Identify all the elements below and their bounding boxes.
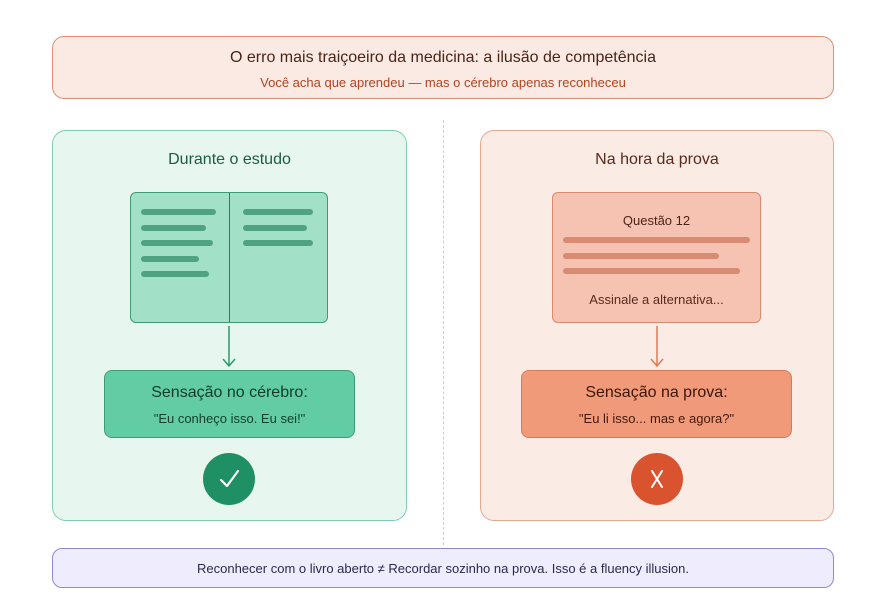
book-text-line	[141, 271, 209, 277]
sensation-title: Sensação no cérebro:	[151, 384, 308, 401]
book-text-line	[141, 256, 199, 262]
book-text-line	[243, 209, 313, 215]
sensation-title: Sensação na prova:	[585, 384, 728, 401]
question-text-line	[563, 268, 740, 274]
book-text-line	[141, 225, 206, 231]
question-card: Questão 12 Assinale a alternativa...	[552, 192, 761, 323]
footer-text: Reconhecer com o livro aberto ≠ Recordar…	[197, 561, 689, 576]
question-footer: Assinale a alternativa...	[589, 292, 724, 307]
open-book-illustration	[130, 192, 328, 323]
sensation-box-study: Sensação no cérebro: "Eu conheço isso. E…	[104, 370, 355, 438]
question-title: Questão 12	[622, 213, 691, 228]
panel-title-study: Durante o estudo	[168, 151, 291, 168]
arrow-down-icon	[650, 326, 664, 368]
sensation-quote: "Eu conheço isso. Eu sei!"	[153, 411, 306, 426]
question-text-line	[563, 253, 719, 259]
book-text-line	[141, 209, 216, 215]
footer-banner: Reconhecer com o livro aberto ≠ Recordar…	[52, 548, 834, 588]
question-text-line	[563, 237, 750, 243]
sensation-box-exam: Sensação na prova: "Eu li isso... mas e …	[521, 370, 792, 438]
panel-title-exam: Na hora da prova	[595, 151, 719, 168]
book-text-line	[243, 240, 313, 246]
x-icon	[631, 453, 683, 505]
check-icon	[203, 453, 255, 505]
sensation-quote: "Eu li isso... mas e agora?"	[578, 411, 735, 426]
panel-divider	[443, 120, 444, 545]
header-title: O erro mais traiçoeiro da medicina: a il…	[230, 49, 656, 66]
book-text-line	[141, 240, 213, 246]
book-text-line	[243, 225, 307, 231]
book-spine	[229, 193, 230, 322]
arrow-down-icon	[222, 326, 236, 368]
header-banner: O erro mais traiçoeiro da medicina: a il…	[52, 36, 834, 99]
header-subtitle: Você acha que aprendeu — mas o cérebro a…	[260, 75, 626, 90]
